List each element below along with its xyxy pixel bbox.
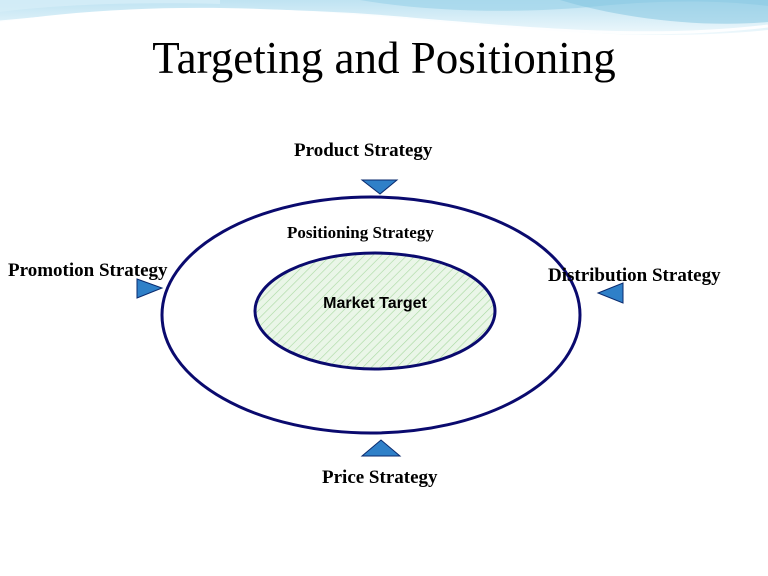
distribution-arrow-icon bbox=[596, 282, 624, 304]
slide-title: Targeting and Positioning bbox=[152, 33, 616, 83]
promotion-arrow-icon bbox=[136, 278, 164, 299]
price-strategy-label: Price Strategy bbox=[322, 467, 438, 488]
distribution-strategy-label: Distribution Strategy bbox=[548, 265, 721, 286]
product-strategy-label: Product Strategy bbox=[294, 140, 433, 161]
positioning-strategy-label: Positioning Strategy bbox=[287, 223, 434, 242]
product-arrow-icon bbox=[360, 179, 399, 195]
promotion-strategy-label: Promotion Strategy bbox=[8, 260, 168, 281]
market-target-ellipse bbox=[253, 251, 497, 371]
price-arrow-icon bbox=[360, 439, 402, 457]
positioning-ellipse bbox=[160, 195, 582, 435]
market-target-label: Market Target bbox=[323, 295, 427, 312]
header-wave-banner bbox=[0, 0, 768, 35]
